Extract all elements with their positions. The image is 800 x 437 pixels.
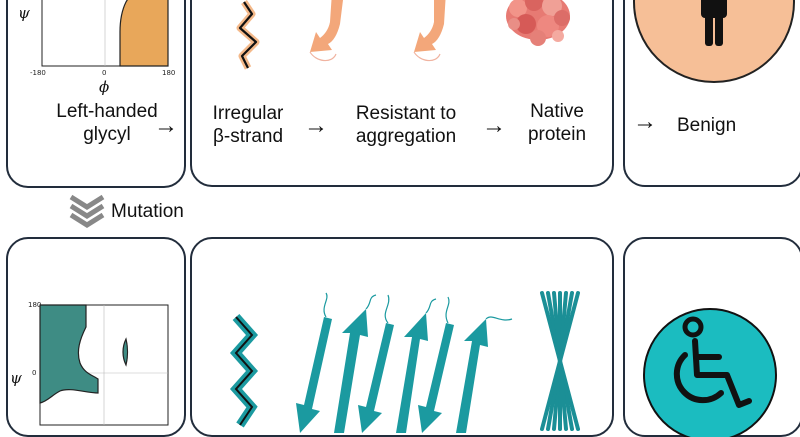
psi-axis-label: ψ <box>18 4 30 22</box>
mutation-label: Mutation <box>111 201 184 222</box>
arrow-strand-to-resistant: → <box>304 112 328 139</box>
tick-x-neg180: -180 <box>30 69 46 77</box>
regular-strand-icon <box>229 314 259 428</box>
mutation-chevrons-icon <box>69 194 105 228</box>
tick-y-0: 0 <box>32 369 37 377</box>
tick-x-0: 0 <box>102 69 107 77</box>
psi-axis-label-mutant: ψ <box>10 369 22 387</box>
healthy-person-icon <box>633 0 795 83</box>
native-protein-icon <box>506 0 570 46</box>
tick-x-180: 180 <box>162 69 176 77</box>
phi-axis-label: ϕ <box>99 78 110 96</box>
aggregation-pathway-panel <box>190 237 614 437</box>
folding-pathway-panel: Irregular β-strand → Resistant to aggreg… <box>190 0 614 187</box>
beta-sheet-strands-icon <box>296 292 513 433</box>
ramachandran-plot-mutant <box>39 304 169 426</box>
glycyl-label: Left-handed glycyl <box>56 101 158 145</box>
wheelchair-icon <box>643 308 777 437</box>
allowed-region-mutant <box>39 304 99 404</box>
tick-y-180: 180 <box>28 301 42 309</box>
step-irregular-strand: Irregular β-strand <box>212 103 284 147</box>
bent-strand-arrow-1 <box>309 0 343 62</box>
benign-label: Benign <box>677 115 737 136</box>
ramachandran-plot-left-handed <box>41 0 169 67</box>
bent-strand-arrow-2 <box>413 0 446 62</box>
benign-outcome-panel: → Benign <box>623 0 800 187</box>
arrow-to-benign: → <box>633 108 657 135</box>
glycyl-panel: ψ -180 0 180 ϕ Left-handed glycyl <box>6 0 186 188</box>
step-native-protein: Native protein <box>527 101 587 145</box>
arrow-glycyl-to-strand: → <box>154 112 178 139</box>
arrow-resistant-to-native: → <box>482 112 506 139</box>
amyloid-fibril-icon <box>540 291 580 431</box>
step-resistant: Resistant to aggregation <box>355 103 457 147</box>
allowed-region <box>119 0 169 67</box>
disease-outcome-panel <box>623 237 800 437</box>
irregular-strand-icon <box>236 0 260 70</box>
mutant-glycyl-panel: 180 0 ψ <box>6 237 186 437</box>
